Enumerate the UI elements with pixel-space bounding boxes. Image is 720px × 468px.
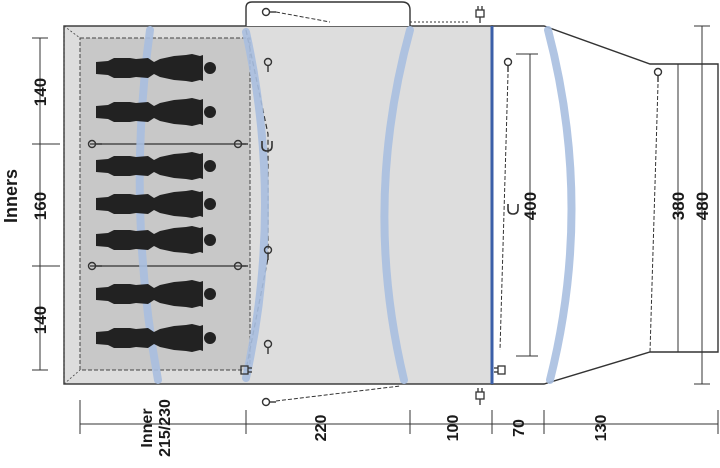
bottom-dim-living: 220 [313, 415, 330, 442]
clip-icon [261, 141, 273, 152]
pole-3 [380, 26, 414, 384]
electric-plug-icon [475, 5, 485, 24]
peg-icon [263, 339, 273, 354]
bottom-dimension-line [79, 400, 719, 434]
peg-icon [261, 7, 276, 17]
electric-plug-icon [240, 365, 252, 375]
pole-4 [544, 26, 576, 384]
left-dimension-line [32, 37, 60, 371]
electric-plug-icon [494, 365, 506, 375]
peg-icon [263, 245, 273, 260]
inner-height-dimension [516, 53, 538, 357]
front-canopy [491, 25, 719, 385]
peg-icon [261, 397, 276, 407]
bottom-dim-inner-line1: Inner [139, 408, 156, 447]
top-vent-flap [245, 1, 411, 26]
inners-label: Inners [1, 169, 21, 223]
left-dim-middle: 160 [31, 192, 50, 220]
bottom-dim-inner-line2: 215/230 [157, 399, 174, 457]
bottom-dim-canopy-2: 130 [593, 415, 610, 442]
total-height-dimension [694, 25, 710, 385]
pegs [87, 7, 663, 407]
right-dim-inner-height: 400 [521, 192, 540, 220]
electric-plug-icon [475, 387, 485, 406]
pole-2 [242, 28, 269, 382]
right-dim-total-height: 480 [693, 192, 712, 220]
peg-icon [263, 57, 273, 72]
peg-icon [503, 57, 513, 72]
clip-icon [507, 204, 519, 215]
peg-icon [653, 67, 663, 82]
bottom-dim-canopy-1: 70 [511, 419, 528, 437]
right-dim-front-height: 380 [669, 192, 688, 220]
bottom-dim-porch: 100 [445, 415, 462, 442]
electric-hookups [240, 5, 506, 406]
left-dim-bottom: 140 [31, 306, 50, 334]
front-height-dimension [668, 63, 688, 353]
left-dim-top: 140 [31, 78, 50, 106]
